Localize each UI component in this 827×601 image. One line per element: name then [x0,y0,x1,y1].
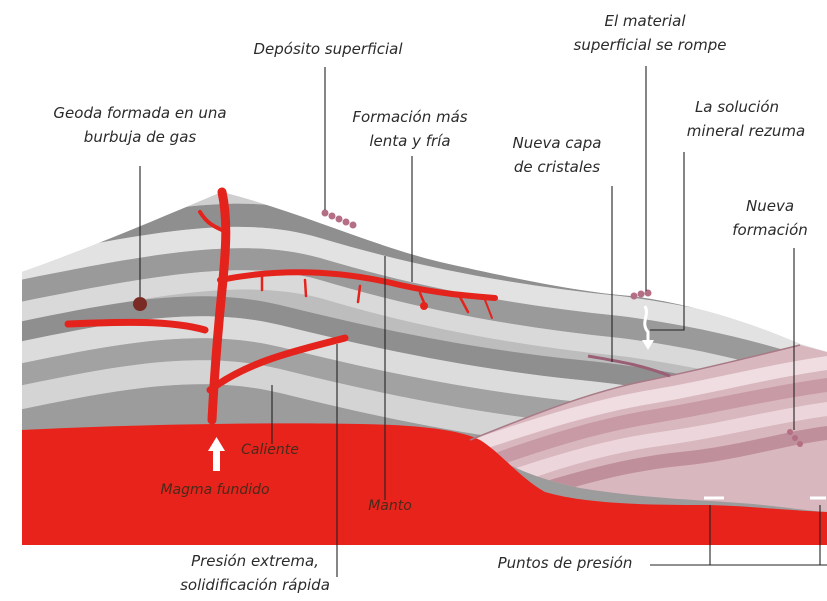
vein-blob [420,302,428,310]
magma-veins [64,187,498,425]
label-solution-seeps-line2: mineral rezuma [686,122,806,140]
label-surface-breaks-line1: El material [604,12,686,30]
label-hot: Caliente [241,442,299,458]
label-geode-line2: burbuja de gas [83,128,197,146]
magma-up-arrow [208,437,225,471]
label-new-formation-line2: formación [732,221,808,239]
label-extreme-pressure-line1: Presión extrema, [191,552,319,570]
label-surface-breaks-line2: superficial se rompe [573,36,727,54]
label-pressure-points: Puntos de presión [497,554,633,572]
surface-deposit [321,209,803,447]
label-new-formation-line1: Nueva [745,197,795,215]
label-new-crystal-layer-line1: Nueva capa [512,134,602,152]
crystal-boundary [469,344,801,441]
label-slow-formation-line1: Formación más [352,108,468,126]
label-slow-formation-line2: lenta y fría [369,132,451,150]
label-geode-line1: Geoda formada en una [53,104,227,122]
label-surface-deposit: Depósito superficial [253,40,403,58]
label-mantle: Manto [368,498,412,514]
leader-lines [139,66,827,577]
crystal-streak [587,354,671,378]
magma-layer [22,423,827,545]
seep-arrow [643,305,650,344]
label-extreme-pressure-line2: solidificación rápida [180,576,330,594]
label-new-crystal-layer-line2: de cristales [513,158,601,176]
label-molten-magma: Magma fundido [160,482,270,498]
label-solution-seeps-line1: La solución [694,98,780,116]
geode-bubble [133,297,147,311]
